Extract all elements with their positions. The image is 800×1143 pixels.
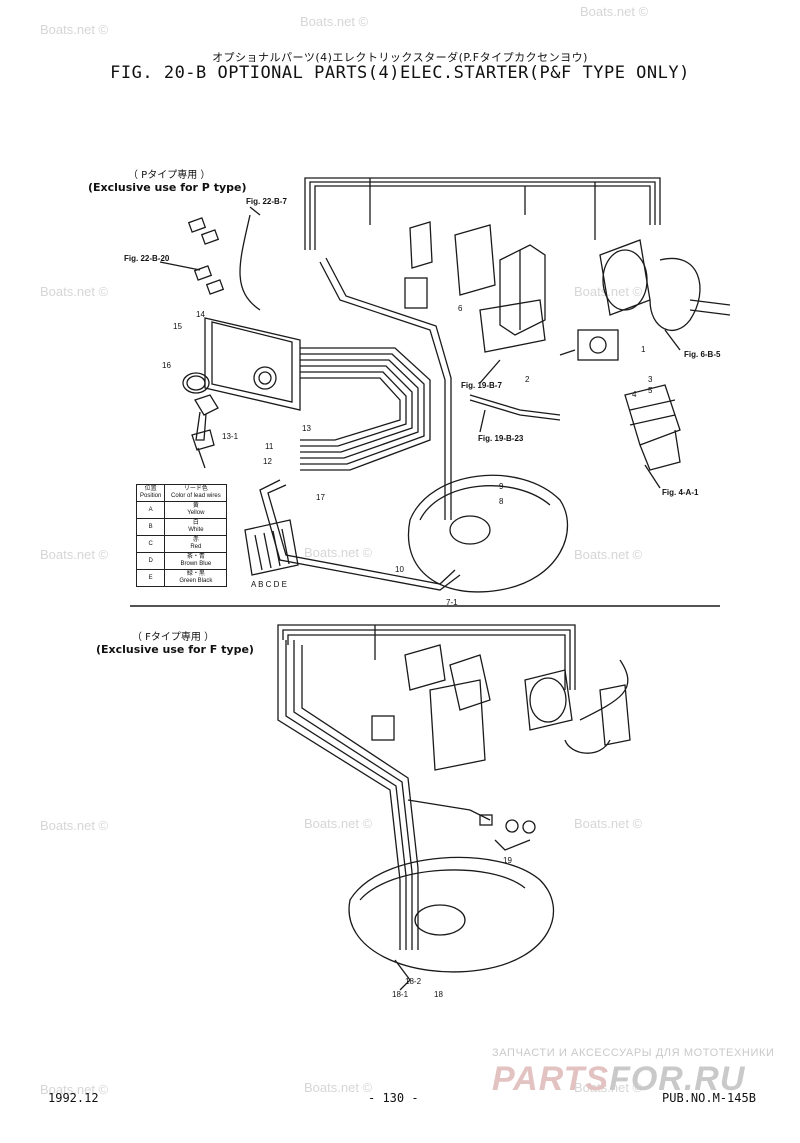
watermark: Boats.net © (304, 816, 373, 831)
f-engine-casing (348, 856, 555, 991)
callout: 15 (173, 322, 182, 331)
brand-tagline: ЗАПЧАСТИ И АКСЕССУАРЫ ДЛЯ МОТОТЕХНИКИ (492, 1047, 775, 1059)
callout: 5 (648, 386, 653, 395)
p-cable-bundle (259, 257, 461, 591)
fig-ref: Fig. 19-B-23 (478, 434, 524, 443)
legend-header-position: 位置 Position (135, 484, 166, 502)
p-type-heading: (Exclusive use for P type) (88, 181, 247, 194)
callout: 6 (458, 304, 463, 313)
legend-header-color: リード色 Color of lead wires (164, 484, 228, 502)
callout: 13 (302, 424, 311, 433)
p-type-japanese-heading: （ Pタイプ専用 ） (128, 170, 211, 181)
publication-date: 1992.12 (48, 1091, 99, 1105)
engine-block-right (624, 384, 681, 471)
f-harness-loop (277, 624, 576, 690)
watermark: Boats.net © (304, 545, 373, 560)
figure-title: FIG. 20-B OPTIONAL PARTS(4)ELEC.STARTER(… (110, 63, 690, 83)
watermark: Boats.net © (40, 1082, 109, 1097)
callout: 19 (503, 856, 512, 865)
callout: 3 (648, 375, 653, 384)
fig-ref: Fig. 6-B-5 (684, 350, 721, 359)
fig-ref: Fig. 4-A-1 (662, 488, 699, 497)
relay-bracket (404, 221, 546, 353)
fig-ref: Fig. 22-B-20 (124, 254, 170, 263)
watermark: Boats.net © (40, 547, 109, 562)
p-harness-loop (304, 177, 661, 250)
page-number: - 130 - (368, 1091, 419, 1105)
callout: 13-1 (222, 432, 239, 441)
f-type-heading: (Exclusive use for F type) (96, 643, 254, 656)
callout: 17 (316, 493, 325, 502)
brand-logo: PARTSFOR.RU (492, 1060, 746, 1098)
callout: 9 (499, 482, 504, 491)
f-cable-bundle (277, 640, 491, 950)
solenoid (559, 329, 619, 361)
japanese-title: オプショナルパーツ(4)エレクトリックスターダ(P.Fタイプカクセンヨウ) (212, 51, 588, 64)
callout: 12 (263, 457, 272, 466)
callout: 4 (632, 390, 637, 399)
callout: 8 (499, 497, 504, 506)
callout: 14 (196, 310, 205, 319)
callout: A B C D E (251, 580, 288, 589)
callout: 10 (395, 565, 404, 574)
callout: 16 (162, 361, 171, 370)
washers (479, 814, 536, 851)
watermark: Boats.net © (574, 1080, 643, 1095)
f-type-japanese-heading: （ Fタイプ専用 ） (132, 632, 215, 643)
lead-wire (469, 394, 561, 416)
watermark: Boats.net © (40, 22, 109, 37)
watermark: Boats.net © (574, 284, 643, 299)
ignition-keys (191, 394, 219, 469)
callout: 7-1 (446, 598, 458, 607)
starter-motor (599, 239, 731, 331)
fig-ref: Fig. 22-B-7 (246, 197, 287, 206)
f-components (371, 644, 631, 771)
callout: 18 (434, 990, 443, 999)
p-engine-casing (407, 474, 569, 593)
terminal-block (244, 519, 299, 576)
watermark: Boats.net © (574, 816, 643, 831)
publication-number: PUB.NO.M-145B (662, 1091, 756, 1105)
control-panel (182, 317, 301, 411)
callout: 2 (525, 375, 530, 384)
watermark: Boats.net © (304, 1080, 373, 1095)
callout: 11 (265, 442, 274, 451)
watermark: Boats.net © (300, 14, 369, 29)
callout: 1 (641, 345, 646, 354)
fig-ref: Fig. 19-B-7 (461, 381, 502, 390)
callout: 18-1 (392, 990, 409, 999)
watermark: Boats.net © (580, 4, 649, 19)
watermark: Boats.net © (574, 547, 643, 562)
callout: 18-2 (405, 977, 422, 986)
p-connectors (187, 214, 261, 311)
watermark: Boats.net © (40, 818, 109, 833)
watermark: Boats.net © (40, 284, 109, 299)
